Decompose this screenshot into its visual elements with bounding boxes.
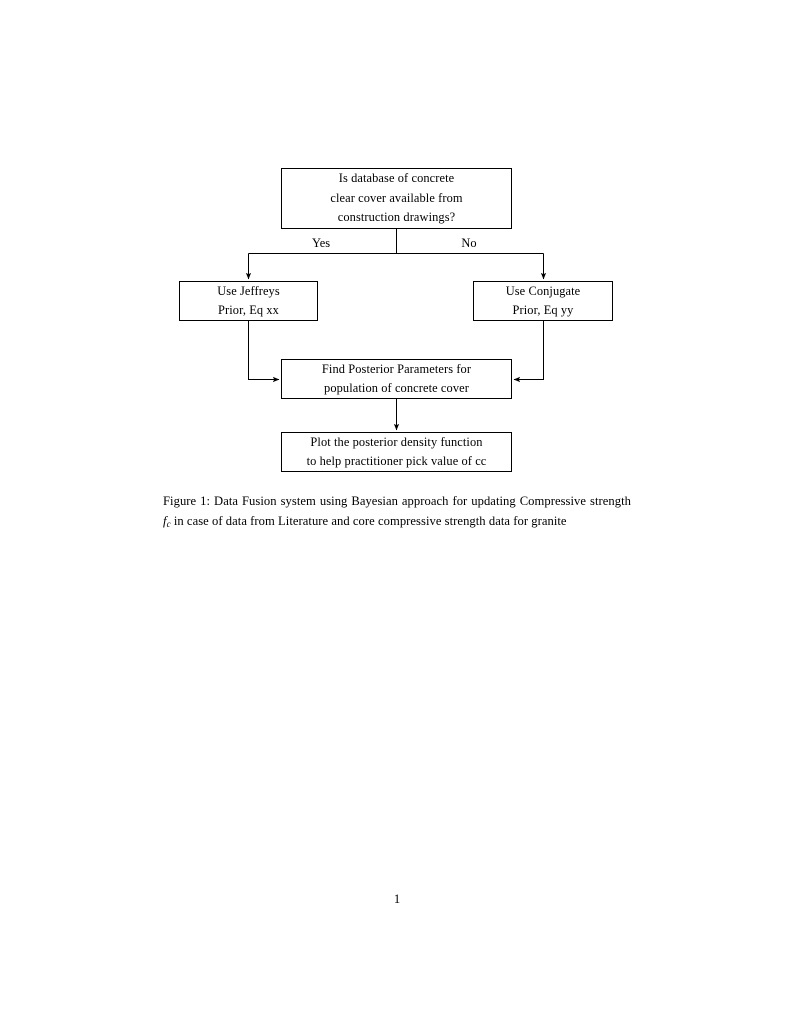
flowchart-connectors — [245, 229, 547, 431]
node-line: Plot the posterior density function — [310, 434, 483, 449]
node-line: Prior, Eq yy — [512, 303, 574, 317]
caption-label: Figure 1: — [163, 494, 211, 508]
node-line: construction drawings? — [337, 210, 456, 225]
connector-jeffreys-to-posterior — [248, 321, 280, 383]
page-number: 1 — [393, 892, 401, 906]
caption-text-after: in case of data from Literature and core… — [170, 513, 567, 528]
node-line: population of concrete cover — [324, 381, 469, 395]
node-line: clear cover available from — [330, 190, 463, 205]
caption-math-symbol: fc — [163, 513, 171, 529]
caption-text-before: Data Fusion system using Bayesian approa… — [210, 494, 631, 508]
connector-conjugate-to-posterior — [513, 321, 544, 383]
node-line: Use Conjugate — [505, 283, 581, 298]
flow-node-decision-database[interactable]: Is database of concrete clear cover avai… — [281, 168, 512, 229]
flow-node-find-posterior[interactable]: Find Posterior Parameters for population… — [281, 359, 512, 399]
figure-caption: Figure 1: Data Fusion system using Bayes… — [163, 492, 631, 534]
node-line: Is database of concrete — [338, 171, 455, 186]
flow-node-jeffreys-prior[interactable]: Use Jeffreys Prior, Eq xx — [179, 281, 318, 321]
node-line: Find Posterior Parameters for — [321, 361, 472, 376]
figure-flowchart: Is database of concrete clear cover avai… — [0, 0, 794, 490]
node-line: Use Jeffreys — [217, 283, 280, 298]
flow-node-conjugate-prior[interactable]: Use Conjugate Prior, Eq yy — [473, 281, 613, 321]
edge-label-no: No — [461, 236, 477, 250]
node-line: to help practitioner pick value of cc — [306, 454, 487, 468]
flow-node-plot-posterior[interactable]: Plot the posterior density function to h… — [281, 432, 512, 472]
node-line: Prior, Eq xx — [218, 303, 279, 317]
edge-label-yes: Yes — [311, 236, 331, 250]
